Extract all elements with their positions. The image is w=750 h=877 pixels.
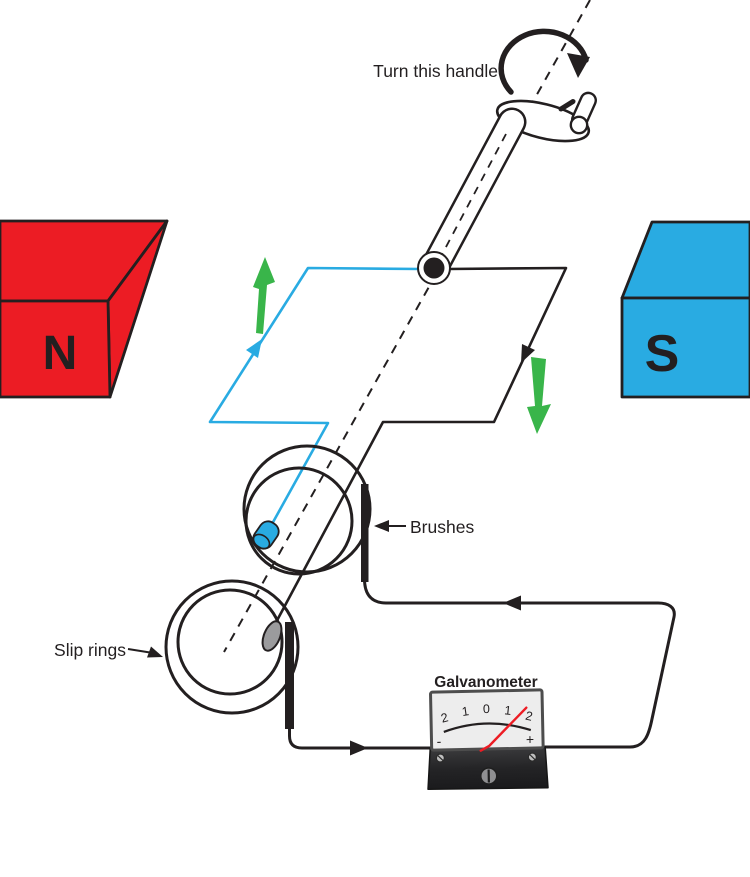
north-magnet: N — [0, 219, 169, 399]
handle-label: Turn this handle — [373, 61, 498, 81]
coil-front-half — [208, 266, 422, 525]
meter-scale-1-right: 1 — [504, 703, 512, 718]
current-arrow-right-icon — [350, 740, 368, 756]
north-magnet-front-face — [0, 299, 112, 399]
slip-ring-lower-rear — [164, 579, 300, 715]
brush-upper — [361, 484, 369, 582]
motion-arrow-up-icon — [253, 257, 275, 334]
brushes-label: Brushes — [410, 517, 474, 537]
motion-arrow-down-icon — [527, 357, 551, 434]
coil-pivot — [417, 251, 451, 285]
slip-rings-label: Slip rings — [54, 640, 126, 660]
meter-scale-0: 0 — [483, 702, 490, 716]
meter-scale-arc — [443, 722, 532, 733]
rotation-axis-dashed-line — [223, 0, 591, 653]
circuit-wires — [288, 578, 676, 750]
slip-rings-callout-line — [127, 648, 151, 654]
shaft — [419, 107, 527, 283]
meter-needle — [479, 706, 528, 752]
south-pole-label: S — [645, 325, 680, 383]
slip-rings-callout: Slip rings — [54, 640, 163, 660]
meter-negative-sign: - — [437, 733, 442, 749]
rotation-arrow-arc — [498, 28, 589, 95]
upper-ring-connector — [252, 520, 280, 550]
wire-bottom — [288, 724, 437, 750]
coil-current-arrow-up-icon — [246, 339, 262, 358]
meter-screw-right-slot — [529, 754, 536, 760]
meter-scale-2-right: 2 — [524, 709, 534, 724]
brushes-callout: Brushes — [374, 517, 474, 537]
meter-positive-sign: + — [526, 731, 535, 747]
slip-ring-upper-front — [244, 466, 354, 576]
meter-scale-2-left: 2 — [439, 710, 449, 725]
galvanometer: 2 1 0 1 2 - + — [427, 688, 549, 791]
south-magnet-front-face — [620, 296, 750, 399]
north-pole-label: N — [43, 327, 78, 380]
meter-scale-1-left: 1 — [461, 704, 470, 719]
coil-current-arrow-down-icon — [521, 344, 535, 363]
south-magnet: S — [620, 220, 750, 399]
meter-screw-left-slot — [437, 755, 444, 761]
slip-rings — [164, 444, 372, 715]
slip-ring-lower-front — [176, 588, 284, 696]
meter-face — [429, 688, 545, 752]
brush-lower — [285, 622, 294, 729]
south-magnet-top-face — [620, 220, 750, 300]
coil-loop — [208, 266, 568, 629]
brushes-arrowhead-icon — [374, 520, 389, 532]
rotation-arrowhead-icon — [567, 53, 590, 78]
galvanometer-label: Galvanometer — [434, 674, 537, 691]
current-arrow-left-icon — [503, 595, 521, 611]
coil-back-half — [271, 266, 568, 629]
lower-ring-connector — [261, 620, 283, 652]
grip-socket — [569, 115, 589, 135]
shaft-axis-dashes — [437, 133, 507, 263]
slip-rings-arrowhead-icon — [147, 646, 163, 658]
rotation-arrow — [498, 28, 590, 95]
crank-arm — [558, 99, 576, 112]
wire-top — [363, 578, 676, 749]
